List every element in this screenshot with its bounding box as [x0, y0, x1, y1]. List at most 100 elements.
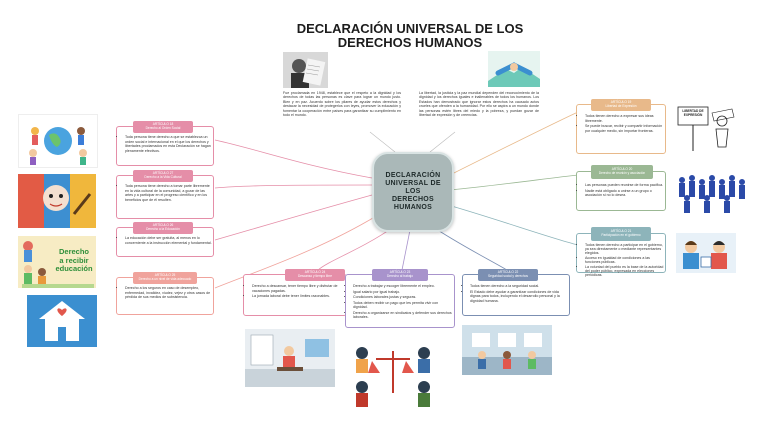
sign-text-1: LIBERTAD DE — [682, 109, 704, 113]
b10-bullet: Acceso en igualdad de condiciones a las … — [585, 256, 664, 264]
b2-bullet: Toda persona tiene derecho a tomar parte… — [125, 184, 212, 202]
b7-bullet: Todos tienen derecho a la seguridad soci… — [470, 284, 567, 289]
b1-body: Toda persona tiene derecho a que se esta… — [120, 135, 212, 154]
b7-title: Seguridad social y derechos — [487, 274, 529, 278]
b8-bullet: Se puede buscar, recibir y compartir inf… — [585, 124, 664, 133]
page-title: DECLARACIÓN UNIVERSAL DE LOS DERECHOS HU… — [270, 22, 550, 50]
illustration-rest — [245, 329, 335, 387]
b6-bullet: Derecho a trabajar y escoger libremente … — [353, 284, 452, 289]
b6-bullet: Igual salario por igual trabajo. — [353, 290, 452, 295]
central-topic: DECLARACIÓN UNIVERSAL DE LOS DERECHOS HU… — [372, 152, 454, 232]
b5-article: ARTÍCULO 24 — [304, 270, 326, 275]
sign-text-2: EXPRESIÓN — [683, 113, 703, 117]
b7-body: Todos tienen derecho a la seguridad soci… — [465, 284, 567, 304]
branch-b6-tag: ARTÍCULO 23 Derecho al trabajo — [372, 269, 428, 281]
b10-bullet: Todos tienen derecho a participar en el … — [585, 243, 664, 255]
branch-b5-tag: ARTÍCULO 24 Descanso y tiempo libre — [285, 269, 345, 281]
crowd-icon — [676, 170, 750, 214]
link-b5 — [317, 227, 393, 271]
expression-sign: LIBERTAD DE EXPRESIÓN — [679, 109, 707, 117]
b6-bullet: Todos deben recibir un pago que les perm… — [353, 301, 452, 310]
branch-b8-tag: ARTÍCULO 19 Libertad de Expresión — [591, 99, 651, 111]
b9-bullet: Las personas pueden reunirse de forma pa… — [585, 183, 664, 188]
branch-b7-tag: ARTÍCULO 22 Seguridad social y derechos — [478, 269, 538, 281]
b10-bullet: La voluntad del pueblo es la base de la … — [585, 265, 664, 277]
photo-handshake — [488, 51, 540, 87]
b7-bullet: El Estado debe ayudar a garantizar condi… — [470, 290, 567, 304]
link-b4 — [214, 214, 379, 289]
b3-article: ARTÍCULO 26 — [152, 223, 174, 228]
b4-title: Derecho a un nivel de vida adecuado — [138, 277, 192, 281]
expression-sign-icon — [676, 103, 740, 155]
b8-article: ARTÍCULO 19 — [610, 100, 632, 105]
b6-bullet: Condiciones laborales justas y seguras. — [353, 295, 452, 300]
link-b10 — [447, 204, 579, 246]
illustration-house — [27, 295, 97, 347]
illustration-assembly — [676, 170, 750, 214]
title-line-2: DERECHOS HUMANOS — [337, 35, 483, 50]
education-label-2: a recibir — [59, 255, 89, 265]
b5-title: Descanso y tiempo libre — [297, 274, 332, 278]
link-b2 — [214, 184, 373, 189]
photo-eleanor-roosevelt-icon — [283, 52, 328, 88]
b8-bullet: Todos tienen derecho a expresar sus idea… — [585, 114, 664, 123]
illustration-expression: LIBERTAD DE EXPRESIÓN — [676, 103, 740, 155]
b5-bullet: Derecho a descansar, tener tiempo libre … — [252, 284, 343, 293]
hub-line-5: HUMANOS — [393, 204, 433, 211]
work-justice-icon — [348, 339, 438, 407]
b10-title: Participación en el gobierno — [601, 233, 641, 237]
link-b7 — [429, 224, 508, 271]
b9-body: Las personas pueden reunirse de forma pa… — [580, 183, 664, 199]
branch-b1-tag: ARTÍCULO 18 Derecho al Orden Social — [133, 121, 193, 133]
branch-b2-tag: ARTÍCULO 27 Derecho a la Vida Cultural — [133, 170, 193, 182]
b3-bullet: La educación debe ser gratuita, al menos… — [125, 236, 212, 245]
illustration-work — [348, 339, 438, 407]
b4-body: Derecho a los seguros en caso de desempl… — [120, 286, 212, 301]
hub-line-2: UNIVERSAL DE — [385, 180, 441, 187]
b6-article: ARTÍCULO 23 — [389, 270, 411, 275]
b4-bullet: Derecho a los seguros en caso de desempl… — [125, 286, 212, 300]
branch-b10-tag: ARTÍCULO 21 Participación en el gobierno — [591, 227, 651, 241]
culture-masks-icon — [18, 174, 96, 228]
illustration-social-security — [462, 325, 552, 375]
b4-article: ARTÍCULO 25 — [154, 273, 176, 278]
education-label: Derecho a recibir educación — [54, 247, 94, 274]
b6-body: Derecho a trabajar y escoger libremente … — [348, 284, 452, 321]
globe-people-icon — [19, 115, 97, 167]
b9-article: ARTÍCULO 20 — [611, 167, 633, 172]
b1-article: ARTÍCULO 18 — [152, 122, 174, 127]
house-heart-icon — [27, 295, 97, 347]
b6-bullet: Derecho a organizarse en sindicatos y de… — [353, 311, 452, 320]
b8-body: Todos tienen derecho a expresar sus idea… — [580, 114, 664, 134]
b2-title: Derecho a la Vida Cultural — [144, 175, 182, 179]
hub-line-4: DERECHOS — [391, 196, 435, 203]
branch-b9-tag: ARTÍCULO 20 Derecho de reunión y asociac… — [591, 165, 653, 179]
illustration-government — [676, 233, 736, 273]
link-b6 — [401, 229, 411, 271]
b2-body: Toda persona tiene derecho a tomar parte… — [120, 184, 212, 203]
handshake-icon — [488, 51, 540, 87]
b1-title: Derecho al Orden Social — [145, 126, 181, 130]
hub-line-3: LOS — [405, 188, 421, 195]
b3-body: La educación debe ser gratuita, al menos… — [120, 236, 212, 246]
education-children-icon — [18, 236, 96, 288]
branch-b4-tag: ARTÍCULO 25 Derecho a un nivel de vida a… — [133, 272, 197, 284]
b5-body: Derecho a descansar, tener tiempo libre … — [247, 284, 343, 300]
b9-bullet: Nadie está obligado a unirse a un grupo … — [585, 189, 664, 198]
b2-article: ARTÍCULO 27 — [152, 171, 174, 176]
b6-title: Derecho al trabajo — [386, 274, 414, 278]
link-b1 — [214, 139, 373, 179]
illustration-culture — [18, 174, 96, 228]
intro-left-text: Fue proclamada en 1948, establece que el… — [283, 91, 401, 118]
photo-eleanor-roosevelt — [283, 52, 328, 88]
illustration-social-order — [18, 114, 98, 168]
b8-title: Libertad de Expresión — [605, 104, 637, 108]
b5-bullet: La jornada laboral debe tener límites ra… — [252, 294, 343, 299]
link-b3 — [214, 194, 373, 241]
b7-article: ARTÍCULO 22 — [497, 270, 519, 275]
b1-bullet: Toda persona tiene derecho a que se esta… — [125, 135, 212, 153]
voting-people-icon — [676, 233, 736, 273]
b3-title: Derecho a la Educación — [146, 227, 180, 231]
education-label-1: Derecho — [58, 247, 89, 256]
illustration-education: Derecho a recibir educación — [18, 236, 96, 288]
